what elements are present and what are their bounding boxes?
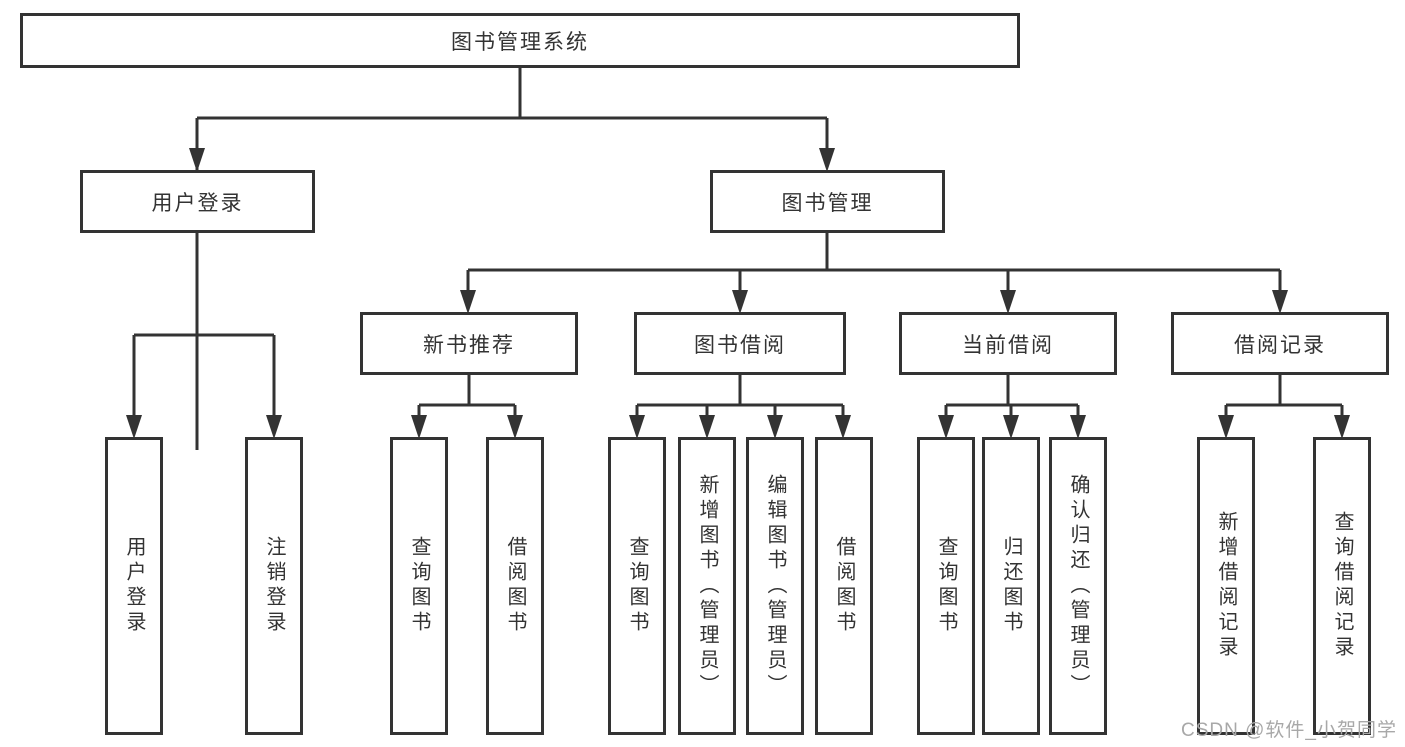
leaf-add-borrow-record: 新增借阅记录 xyxy=(1197,437,1255,735)
leaf-label: 新增借阅记录 xyxy=(1215,511,1237,661)
leaf-return-books: 归还图书 xyxy=(982,437,1040,735)
leaf-label: 归还图书 xyxy=(1000,536,1022,636)
leaf-label: 编辑图书（管理员） xyxy=(764,473,786,699)
node-current-borrowing: 当前借阅 xyxy=(899,312,1117,375)
leaf-label: 查询借阅记录 xyxy=(1331,511,1353,661)
node-book-borrowing: 图书借阅 xyxy=(634,312,846,375)
csdn-watermark: CSDN @软件_小贺同学 xyxy=(1181,720,1397,741)
node-borrowing-records: 借阅记录 xyxy=(1171,312,1389,375)
leaf-borrow-books: 借阅图书 xyxy=(815,437,873,735)
leaf-label: 注销登录 xyxy=(263,536,285,636)
leaf-query-books-borrow: 查询图书 xyxy=(608,437,666,735)
leaf-logout: 注销登录 xyxy=(245,437,303,735)
leaf-label: 用户登录 xyxy=(123,536,145,636)
leaf-label: 借阅图书 xyxy=(504,536,526,636)
node-label: 新书推荐 xyxy=(423,333,515,357)
leaf-query-borrow-record: 查询借阅记录 xyxy=(1313,437,1371,735)
node-new-book-recommend: 新书推荐 xyxy=(360,312,578,375)
leaf-label: 查询图书 xyxy=(408,536,430,636)
leaf-borrow-books-recommend: 借阅图书 xyxy=(486,437,544,735)
leaf-confirm-return-admin: 确认归还（管理员） xyxy=(1049,437,1107,735)
node-label: 图书管理系统 xyxy=(451,30,589,54)
node-user-login: 用户登录 xyxy=(80,170,315,233)
leaf-label: 查询图书 xyxy=(626,536,648,636)
leaf-label: 新增图书（管理员） xyxy=(696,473,718,699)
leaf-user-login: 用户登录 xyxy=(105,437,163,735)
leaf-label: 借阅图书 xyxy=(833,536,855,636)
node-label: 借阅记录 xyxy=(1234,333,1326,357)
node-label: 当前借阅 xyxy=(962,333,1054,357)
node-label: 用户登录 xyxy=(151,191,244,215)
leaf-query-books-recommend: 查询图书 xyxy=(390,437,448,735)
node-label: 图书管理 xyxy=(781,191,874,215)
leaf-label: 确认归还（管理员） xyxy=(1067,473,1089,699)
leaf-edit-books-admin: 编辑图书（管理员） xyxy=(746,437,804,735)
node-book-management: 图书管理 xyxy=(710,170,945,233)
leaf-label: 查询图书 xyxy=(935,536,957,636)
node-label: 图书借阅 xyxy=(694,333,786,357)
node-library-management-system: 图书管理系统 xyxy=(20,13,1020,68)
leaf-add-books-admin: 新增图书（管理员） xyxy=(678,437,736,735)
leaf-query-books-current: 查询图书 xyxy=(917,437,975,735)
